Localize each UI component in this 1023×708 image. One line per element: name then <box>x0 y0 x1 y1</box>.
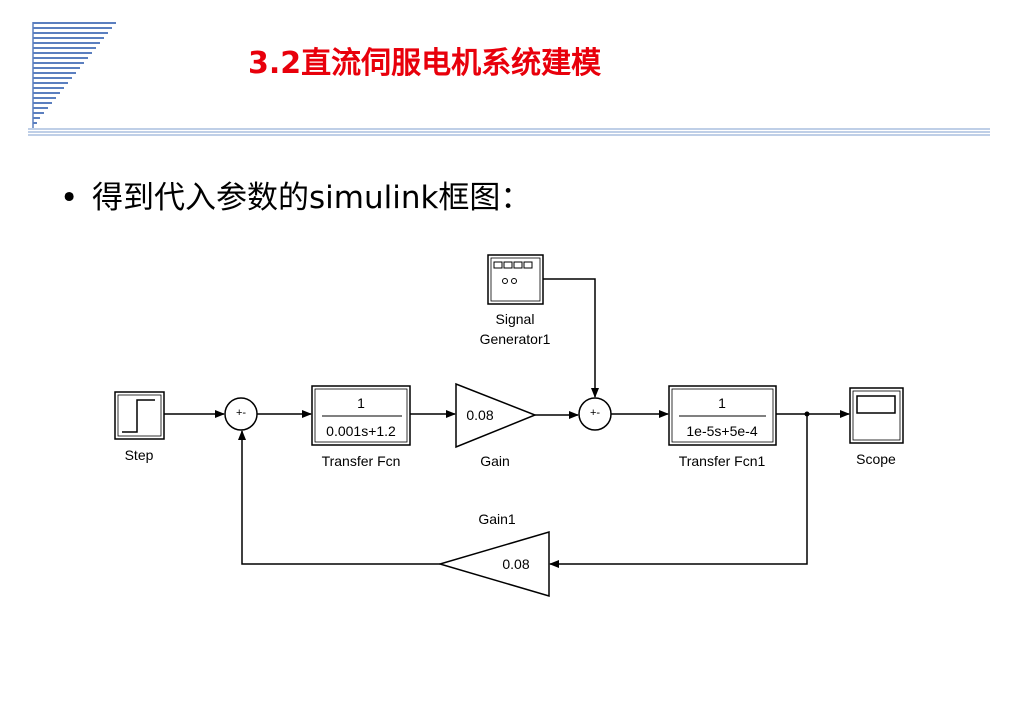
sum1-signs: +- <box>236 407 246 419</box>
transfer-fcn1-block[interactable]: 1 1e-5s+5e-4 Transfer Fcn1 <box>668 385 777 469</box>
scope-label: Scope <box>856 451 896 467</box>
step-label: Step <box>125 447 154 463</box>
transfer-fcn1-numerator: 1 <box>718 395 726 411</box>
transfer-fcn-denominator: 0.001s+1.2 <box>326 423 396 439</box>
transfer-fcn-numerator: 1 <box>357 395 365 411</box>
sum2-block[interactable]: +- <box>578 397 612 431</box>
gain-label: Gain <box>480 453 510 469</box>
bullet-dot: • <box>60 180 79 216</box>
bullet-item: • 得到代入参数的simulink框图： <box>60 172 531 217</box>
gain1-label: Gain1 <box>478 511 516 527</box>
sum2-signs: +- <box>590 407 600 419</box>
signal-generator-icon <box>493 261 533 284</box>
scope-block[interactable]: Scope <box>849 387 904 467</box>
transfer-fcn-block[interactable]: 1 0.001s+1.2 Transfer Fcn <box>311 385 411 469</box>
slide-title: 3.2直流伺服电机系统建模 <box>248 46 602 81</box>
branch-point <box>804 411 810 417</box>
signal-generator-label-2: Generator1 <box>480 331 551 347</box>
signal-generator-block[interactable]: Signal Generator1 <box>480 254 551 347</box>
transfer-fcn-label: Transfer Fcn <box>322 453 401 469</box>
transfer-fcn1-denominator: 1e-5s+5e-4 <box>686 423 757 439</box>
transfer-fcn1-label: Transfer Fcn1 <box>679 453 766 469</box>
sum1-block[interactable]: +- <box>224 397 258 431</box>
signal-generator-label-1: Signal <box>496 311 535 327</box>
gain1-value: 0.08 <box>502 556 529 572</box>
gain-block[interactable]: 0.08 Gain <box>455 382 538 469</box>
logo <box>32 22 116 128</box>
step-block[interactable]: Step <box>114 391 165 463</box>
gain1-block[interactable]: 0.08 Gain1 <box>437 511 550 598</box>
bullet-text: 得到代入参数的simulink框图： <box>92 180 532 216</box>
header-rule <box>28 128 990 136</box>
gain-value: 0.08 <box>466 407 493 423</box>
signal-lines <box>164 278 850 568</box>
